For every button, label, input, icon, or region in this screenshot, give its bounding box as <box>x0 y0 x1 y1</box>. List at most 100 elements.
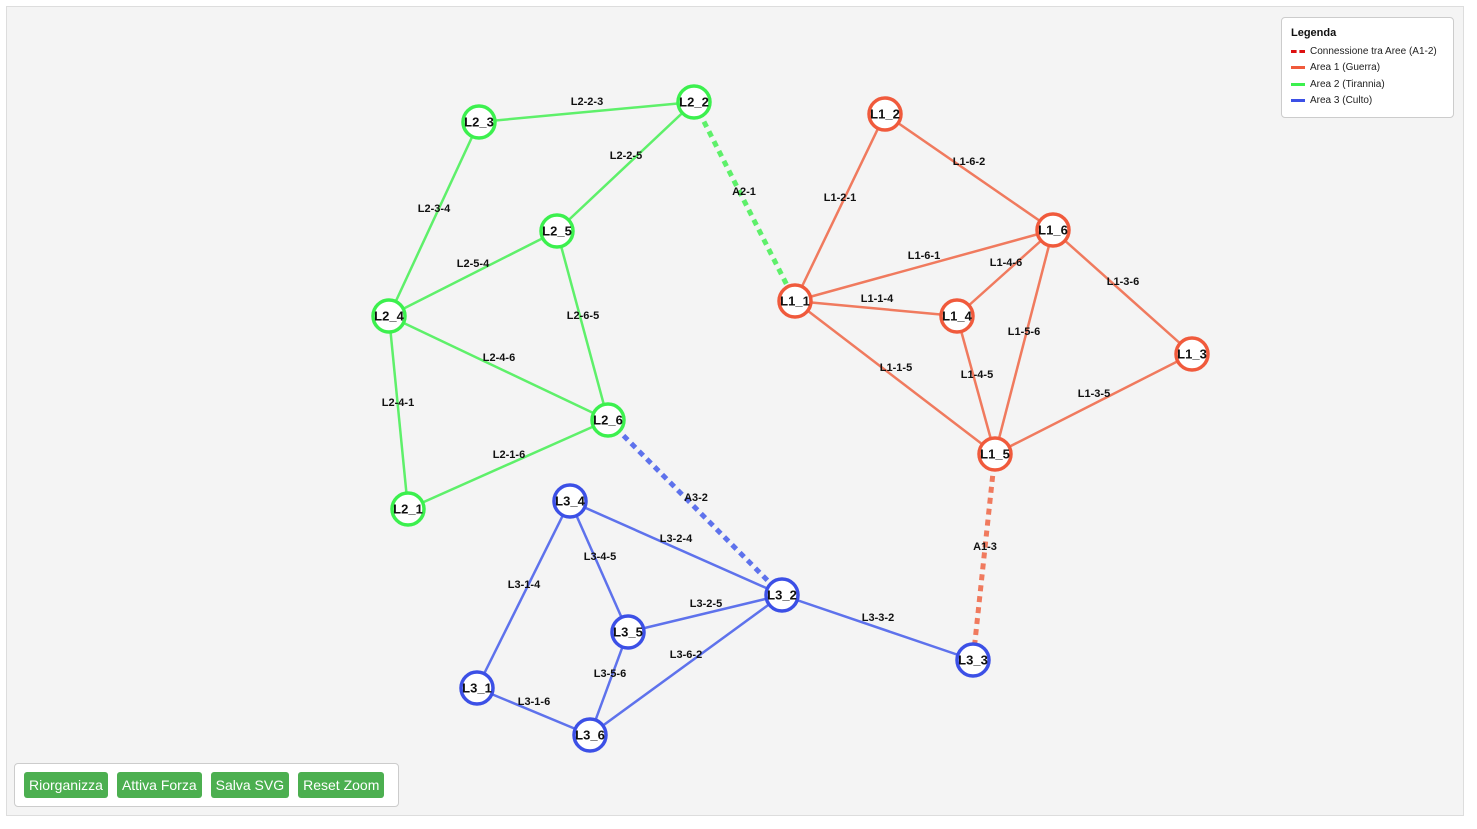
graph-node[interactable]: L1_2 <box>867 96 903 132</box>
node-circle[interactable] <box>552 483 588 519</box>
node-circle[interactable] <box>777 283 813 319</box>
node-circle[interactable] <box>610 614 646 650</box>
node-circle[interactable] <box>955 642 991 678</box>
edge[interactable] <box>407 418 609 511</box>
edge-label: L3-5-6 <box>594 668 626 680</box>
edge[interactable] <box>475 500 572 689</box>
edge[interactable] <box>884 112 1054 232</box>
edge[interactable] <box>588 631 630 736</box>
graph-node[interactable]: L3_3 <box>955 642 991 678</box>
node-circle[interactable] <box>461 104 497 140</box>
edge[interactable] <box>476 686 591 737</box>
graph-node[interactable]: L3_1 <box>459 670 495 706</box>
edge-label: L3-6-2 <box>670 649 702 661</box>
reorganize-button[interactable]: Riorganizza <box>24 772 108 798</box>
legend-swatch-dashed <box>1291 49 1305 53</box>
graph-node[interactable]: L1_6 <box>1035 212 1071 248</box>
graph-node[interactable]: L1_1 <box>777 283 813 319</box>
edge[interactable] <box>956 229 1054 317</box>
graph-node[interactable]: L2_6 <box>590 402 626 438</box>
node-circle[interactable] <box>1174 336 1210 372</box>
legend-item-label: Area 2 (Tirannia) <box>1310 78 1385 90</box>
edge-label: L1-1-4 <box>861 293 894 305</box>
edge-label: L1-5-6 <box>1008 326 1040 338</box>
edge-label: L1-6-1 <box>908 250 940 262</box>
legend-item-label: Area 1 (Guerra) <box>1310 62 1381 74</box>
edge[interactable] <box>589 593 783 737</box>
edge[interactable] <box>569 499 783 597</box>
edge-label: L2-4-1 <box>382 397 414 409</box>
edge[interactable] <box>568 500 630 633</box>
activate-force-button[interactable]: Attiva Forza <box>116 772 202 798</box>
edge[interactable] <box>387 315 410 510</box>
node-circle[interactable] <box>676 84 712 120</box>
graph-node[interactable]: L2_2 <box>676 84 712 120</box>
edge[interactable] <box>1052 229 1193 355</box>
edge[interactable] <box>388 229 558 318</box>
reset-zoom-button[interactable]: Reset Zoom <box>298 772 385 798</box>
graph-node[interactable]: L3_4 <box>552 483 588 519</box>
node-circle[interactable] <box>539 213 575 249</box>
node-circle[interactable] <box>371 298 407 334</box>
graph-node[interactable]: L3_6 <box>572 717 608 753</box>
graph-node[interactable]: L2_1 <box>390 491 426 527</box>
edge-label: L2-1-6 <box>493 449 525 461</box>
node-circle[interactable] <box>1035 212 1071 248</box>
legend-swatch <box>1291 99 1305 103</box>
edge[interactable] <box>793 113 887 302</box>
node-circle[interactable] <box>459 670 495 706</box>
legend-item-area-1: Area 1 (Guerra) <box>1291 60 1444 77</box>
edge[interactable] <box>955 315 997 455</box>
edge[interactable] <box>993 229 1055 455</box>
graph-node[interactable]: L2_4 <box>371 298 407 334</box>
legend-item-area-2: Area 2 (Tirannia) <box>1291 76 1444 93</box>
edge[interactable] <box>994 352 1193 456</box>
edge[interactable] <box>556 101 695 232</box>
edge-label: A3-2 <box>684 492 708 504</box>
edge-label: L1-3-6 <box>1107 276 1139 288</box>
edge-label: L2-6-5 <box>567 310 599 322</box>
edge-label: L1-4-5 <box>961 369 993 381</box>
edge-label: L2-4-6 <box>483 352 515 364</box>
edge-label: A2-1 <box>732 186 756 198</box>
edge[interactable] <box>794 299 958 318</box>
edge[interactable] <box>781 593 974 662</box>
edge-label: L3-3-2 <box>862 612 894 624</box>
node-circle[interactable] <box>764 577 800 613</box>
graph-node[interactable]: L3_5 <box>610 614 646 650</box>
edge[interactable] <box>388 314 609 422</box>
node-circle[interactable] <box>572 717 608 753</box>
legend-title: Legenda <box>1291 27 1337 39</box>
edge-labels-layer: L1-2-1L1-6-2L1-6-1L1-1-4L1-4-6L1-3-6L1-5… <box>382 96 1139 708</box>
graph-canvas[interactable] <box>6 6 1464 816</box>
connection-edge[interactable] <box>970 453 998 661</box>
edge[interactable] <box>794 228 1054 303</box>
save-svg-button[interactable]: Salva SVG <box>210 772 290 798</box>
edge[interactable] <box>555 230 610 421</box>
edge-label: L3-1-6 <box>518 696 550 708</box>
graph-node[interactable]: L3_2 <box>764 577 800 613</box>
edge[interactable] <box>387 121 481 317</box>
graph-node[interactable]: L2_5 <box>539 213 575 249</box>
node-circle[interactable] <box>590 402 626 438</box>
edge-label: L1-1-5 <box>880 362 912 374</box>
edges-layer <box>387 100 1193 737</box>
node-circle[interactable] <box>977 436 1013 472</box>
connection-edge[interactable] <box>606 418 784 597</box>
graph-node[interactable]: L1_4 <box>939 298 975 334</box>
graph-node[interactable]: L2_3 <box>461 104 497 140</box>
graph-node[interactable]: L1_3 <box>1174 336 1210 372</box>
edge-label: L1-4-6 <box>990 257 1022 269</box>
edge[interactable] <box>627 593 783 634</box>
connection-edge[interactable] <box>691 100 798 303</box>
node-circle[interactable] <box>867 96 903 132</box>
node-circle[interactable] <box>939 298 975 334</box>
graph-node[interactable]: L1_5 <box>977 436 1013 472</box>
edge-label: L2-5-4 <box>457 258 490 270</box>
edge[interactable] <box>794 300 996 455</box>
edge[interactable] <box>478 100 695 124</box>
edge-label: L3-2-5 <box>690 598 722 610</box>
nodes-layer: L1_1 L1_2L1_3 L1_4L1_5 L1_6L2_1 L2_2L2_3L2_4… <box>371 84 1210 753</box>
node-circle[interactable] <box>390 491 426 527</box>
